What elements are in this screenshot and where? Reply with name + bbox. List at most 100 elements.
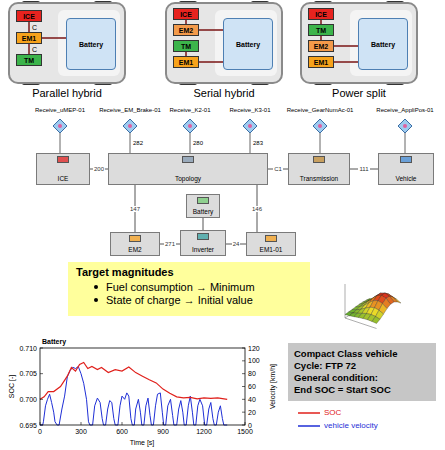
bullet-row: State of charge → Initial value [94,294,302,306]
label-holder: Receive_K2-01 [169,107,210,113]
label-holder: Receive_uMEP-01 [35,107,85,113]
tick [245,422,246,425]
label-holder: 0 [248,422,252,429]
text-label: Battery [42,338,66,345]
vehicle-panel: Serial hybridICEEM2TMEM1Battery [165,2,283,84]
car-body [9,1,125,85]
component-box: EM1 [173,56,199,68]
text-label: 120 [248,345,260,352]
tick [122,422,123,425]
legend-line-sample [298,425,320,427]
edge-label-holder: 200 [93,166,105,172]
vehicle-panel: Parallel hybridICEEM1TMBattery [8,2,126,84]
label-holder: 80 [248,370,256,377]
receive-diamond [53,119,67,133]
text-label: Time [s] [130,439,155,446]
car-interior [58,10,120,76]
car-interior [350,10,412,76]
receive-dot [128,124,132,128]
tick [81,422,82,425]
receive-dot [403,124,407,128]
connection-number: C1 [274,166,282,172]
text-label: C [32,24,37,31]
surface-plot [345,284,401,329]
model-block: Topology [108,153,268,185]
component-label: TM [181,43,191,50]
battery-box: Battery [66,18,116,70]
component-box: ICE [308,8,334,20]
block-label: Battery [193,208,214,215]
text-label: 0.695 [19,422,37,429]
receive-diamond [183,119,197,133]
label-holder: 120 [248,345,260,352]
block-icon [57,156,69,163]
tick [40,425,43,426]
block-label: Transmission [300,175,338,182]
chart [40,348,245,425]
edge-label-holder: 24 [232,241,241,247]
label-holder: Receive_AppliPos-01 [376,107,433,113]
surface-facet [372,317,380,324]
text-label: Receive_uMEP-01 [35,107,85,113]
tick [40,373,43,374]
connector [28,22,30,32]
label-holder: Receive_K3-01 [229,107,270,113]
component-box: EM2 [173,24,199,36]
block-label: ICE [58,175,69,182]
label-holder: Battery [42,338,66,345]
component-label: Battery [79,41,103,48]
component-label: TM [316,27,326,34]
edge-label-holder: 271 [164,241,176,247]
label-holder: 282 [133,140,143,146]
receive-diamond [243,119,257,133]
text-label: 80 [248,370,256,377]
tick [242,373,245,374]
component-box: EM1 [308,56,334,68]
connection-number: 24 [233,241,240,247]
label-holder: 1200 [196,428,212,435]
receive-dot [58,124,62,128]
receive-diamond [123,119,137,133]
label-holder: C [32,24,37,31]
component-box: EM2 [308,40,334,52]
component-box: EM1 [16,32,42,44]
text-label: 0.710 [19,345,37,352]
signal-line [130,133,131,153]
connector [28,44,30,54]
legend-text: SOC [324,408,341,417]
block-label: EM1-01 [260,246,283,253]
tick [40,422,41,425]
plot-frame [40,348,245,425]
signal-line [60,133,61,153]
tick [242,360,245,361]
tick [242,386,245,387]
text-label: 40 [248,396,256,403]
label-holder: 20 [248,409,256,416]
label-holder: SOC [-] [9,374,16,397]
connector [203,218,204,230]
receive-dot [248,124,252,128]
component-box: ICE [16,10,42,22]
label-holder: 1500 [237,428,253,435]
vehicle-caption: Power split [332,87,386,99]
tick [242,412,245,413]
label-holder: 0.700 [19,396,37,403]
condition-text: General condition: [294,372,430,384]
receive-diamond [313,119,327,133]
block-icon [313,156,325,163]
block-label: Inverter [192,246,214,253]
label-holder: 900 [157,428,169,435]
block-icon [265,235,277,242]
battery-box: Battery [223,18,273,70]
legend-holder: vehicle velocity [324,422,378,430]
text-label: 280 [193,140,203,146]
component-label: EM1 [22,35,36,42]
model-block: Transmission [288,153,350,185]
connection-number: 146 [252,206,262,212]
edge-label-holder: 111 [358,166,369,172]
vehicle-caption: Serial hybrid [193,87,254,99]
edge-label-holder: 147 [129,206,141,212]
component-box: ICE [173,8,199,20]
